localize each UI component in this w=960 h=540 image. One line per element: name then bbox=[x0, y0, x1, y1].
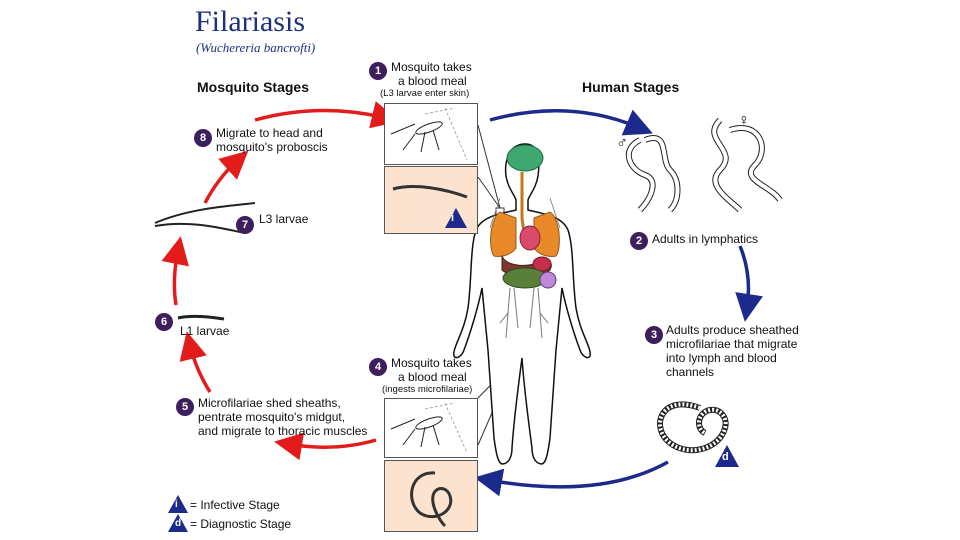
arrow-8-to-1 bbox=[254, 101, 400, 129]
male-symbol-icon: ♂ bbox=[616, 135, 628, 152]
step-1-number: 1 bbox=[369, 62, 387, 80]
human-body-figure bbox=[453, 143, 591, 465]
step-4-line2: a blood meal bbox=[398, 370, 467, 384]
adult-worms-figure bbox=[625, 117, 783, 213]
step-4-number: 4 bbox=[369, 358, 387, 376]
step-3-line1: Adults produce sheathed bbox=[666, 323, 799, 337]
step-5-line1: Microfilariae shed sheaths, bbox=[198, 396, 341, 410]
legend-diagnostic-icon bbox=[168, 514, 188, 532]
l3-larva-figure bbox=[154, 202, 256, 234]
step-5-line2: pentrate mosquito's midgut, bbox=[198, 410, 346, 424]
diagram-subtitle: (Wuchereria bancrofti) bbox=[196, 40, 316, 55]
diagram-title: Filariasis bbox=[195, 5, 305, 38]
step-6-text: L1 larvae bbox=[180, 324, 230, 338]
step-5-line3: and migrate to thoracic muscles bbox=[198, 424, 368, 438]
step-8-number: 8 bbox=[194, 129, 212, 147]
arrow-4-to-5 bbox=[274, 432, 377, 461]
mosquito-bite-panel-bottom bbox=[384, 398, 478, 458]
step-3-line3: into lymph and blood bbox=[666, 351, 777, 365]
legend-infective-icon bbox=[168, 495, 188, 513]
arrow-7-to-8 bbox=[203, 150, 249, 204]
arrow-5-to-6 bbox=[179, 331, 212, 393]
step-8-line2: mosquito's proboscis bbox=[216, 140, 328, 154]
step-3-line4: channels bbox=[666, 365, 715, 379]
step-1-line1: Mosquito takes bbox=[391, 60, 472, 74]
microfilaria-figure bbox=[657, 401, 729, 454]
step-1-line2: a blood meal bbox=[398, 74, 467, 88]
legend-diagnostic-label: = Diagnostic Stage bbox=[190, 517, 292, 531]
step-2-text: Adults in lymphatics bbox=[652, 232, 759, 246]
legend-infective-label: = Infective Stage bbox=[190, 498, 280, 512]
infective-marker-label: i bbox=[451, 212, 455, 224]
step-6-number: 6 bbox=[155, 313, 173, 331]
microfilaria-inset bbox=[384, 460, 478, 532]
step-8-line1: Migrate to head and bbox=[216, 126, 323, 140]
infective-stage-marker-icon bbox=[445, 208, 467, 228]
step-4-line1: Mosquito takes bbox=[391, 356, 472, 370]
legend-infective-letter: i bbox=[175, 499, 178, 510]
female-symbol-icon: ♀ bbox=[738, 112, 750, 129]
arrow-1-to-2 bbox=[489, 109, 653, 136]
step-3-line2: microfilariae that migrate bbox=[666, 337, 798, 351]
pointer-line-top bbox=[477, 124, 501, 209]
step-7-text: L3 larvae bbox=[259, 212, 309, 226]
diagnostic-marker-label: d bbox=[722, 451, 729, 463]
arrow-3-to-4 bbox=[474, 460, 669, 497]
diagnostic-stage-marker-icon bbox=[715, 445, 739, 467]
pointer-line-top-2 bbox=[477, 176, 501, 209]
l1-larva-figure bbox=[177, 314, 225, 321]
mosquito-bite-panel-top bbox=[384, 103, 478, 165]
mosquito-stages-heading: Mosquito Stages bbox=[197, 79, 310, 95]
arrow-2-to-3 bbox=[735, 245, 763, 322]
arrow-6-to-7 bbox=[161, 236, 189, 306]
legend-diagnostic-letter: d bbox=[175, 518, 182, 529]
step-5-number: 5 bbox=[176, 398, 194, 416]
step-2-number: 2 bbox=[630, 232, 648, 250]
step-3-number: 3 bbox=[645, 326, 663, 344]
step-4-sub: (ingests microfilariae) bbox=[382, 384, 473, 395]
human-stages-heading: Human Stages bbox=[582, 79, 680, 95]
step-7-number: 7 bbox=[236, 216, 254, 234]
step-1-sub: (L3 larvae enter skin) bbox=[380, 88, 470, 99]
